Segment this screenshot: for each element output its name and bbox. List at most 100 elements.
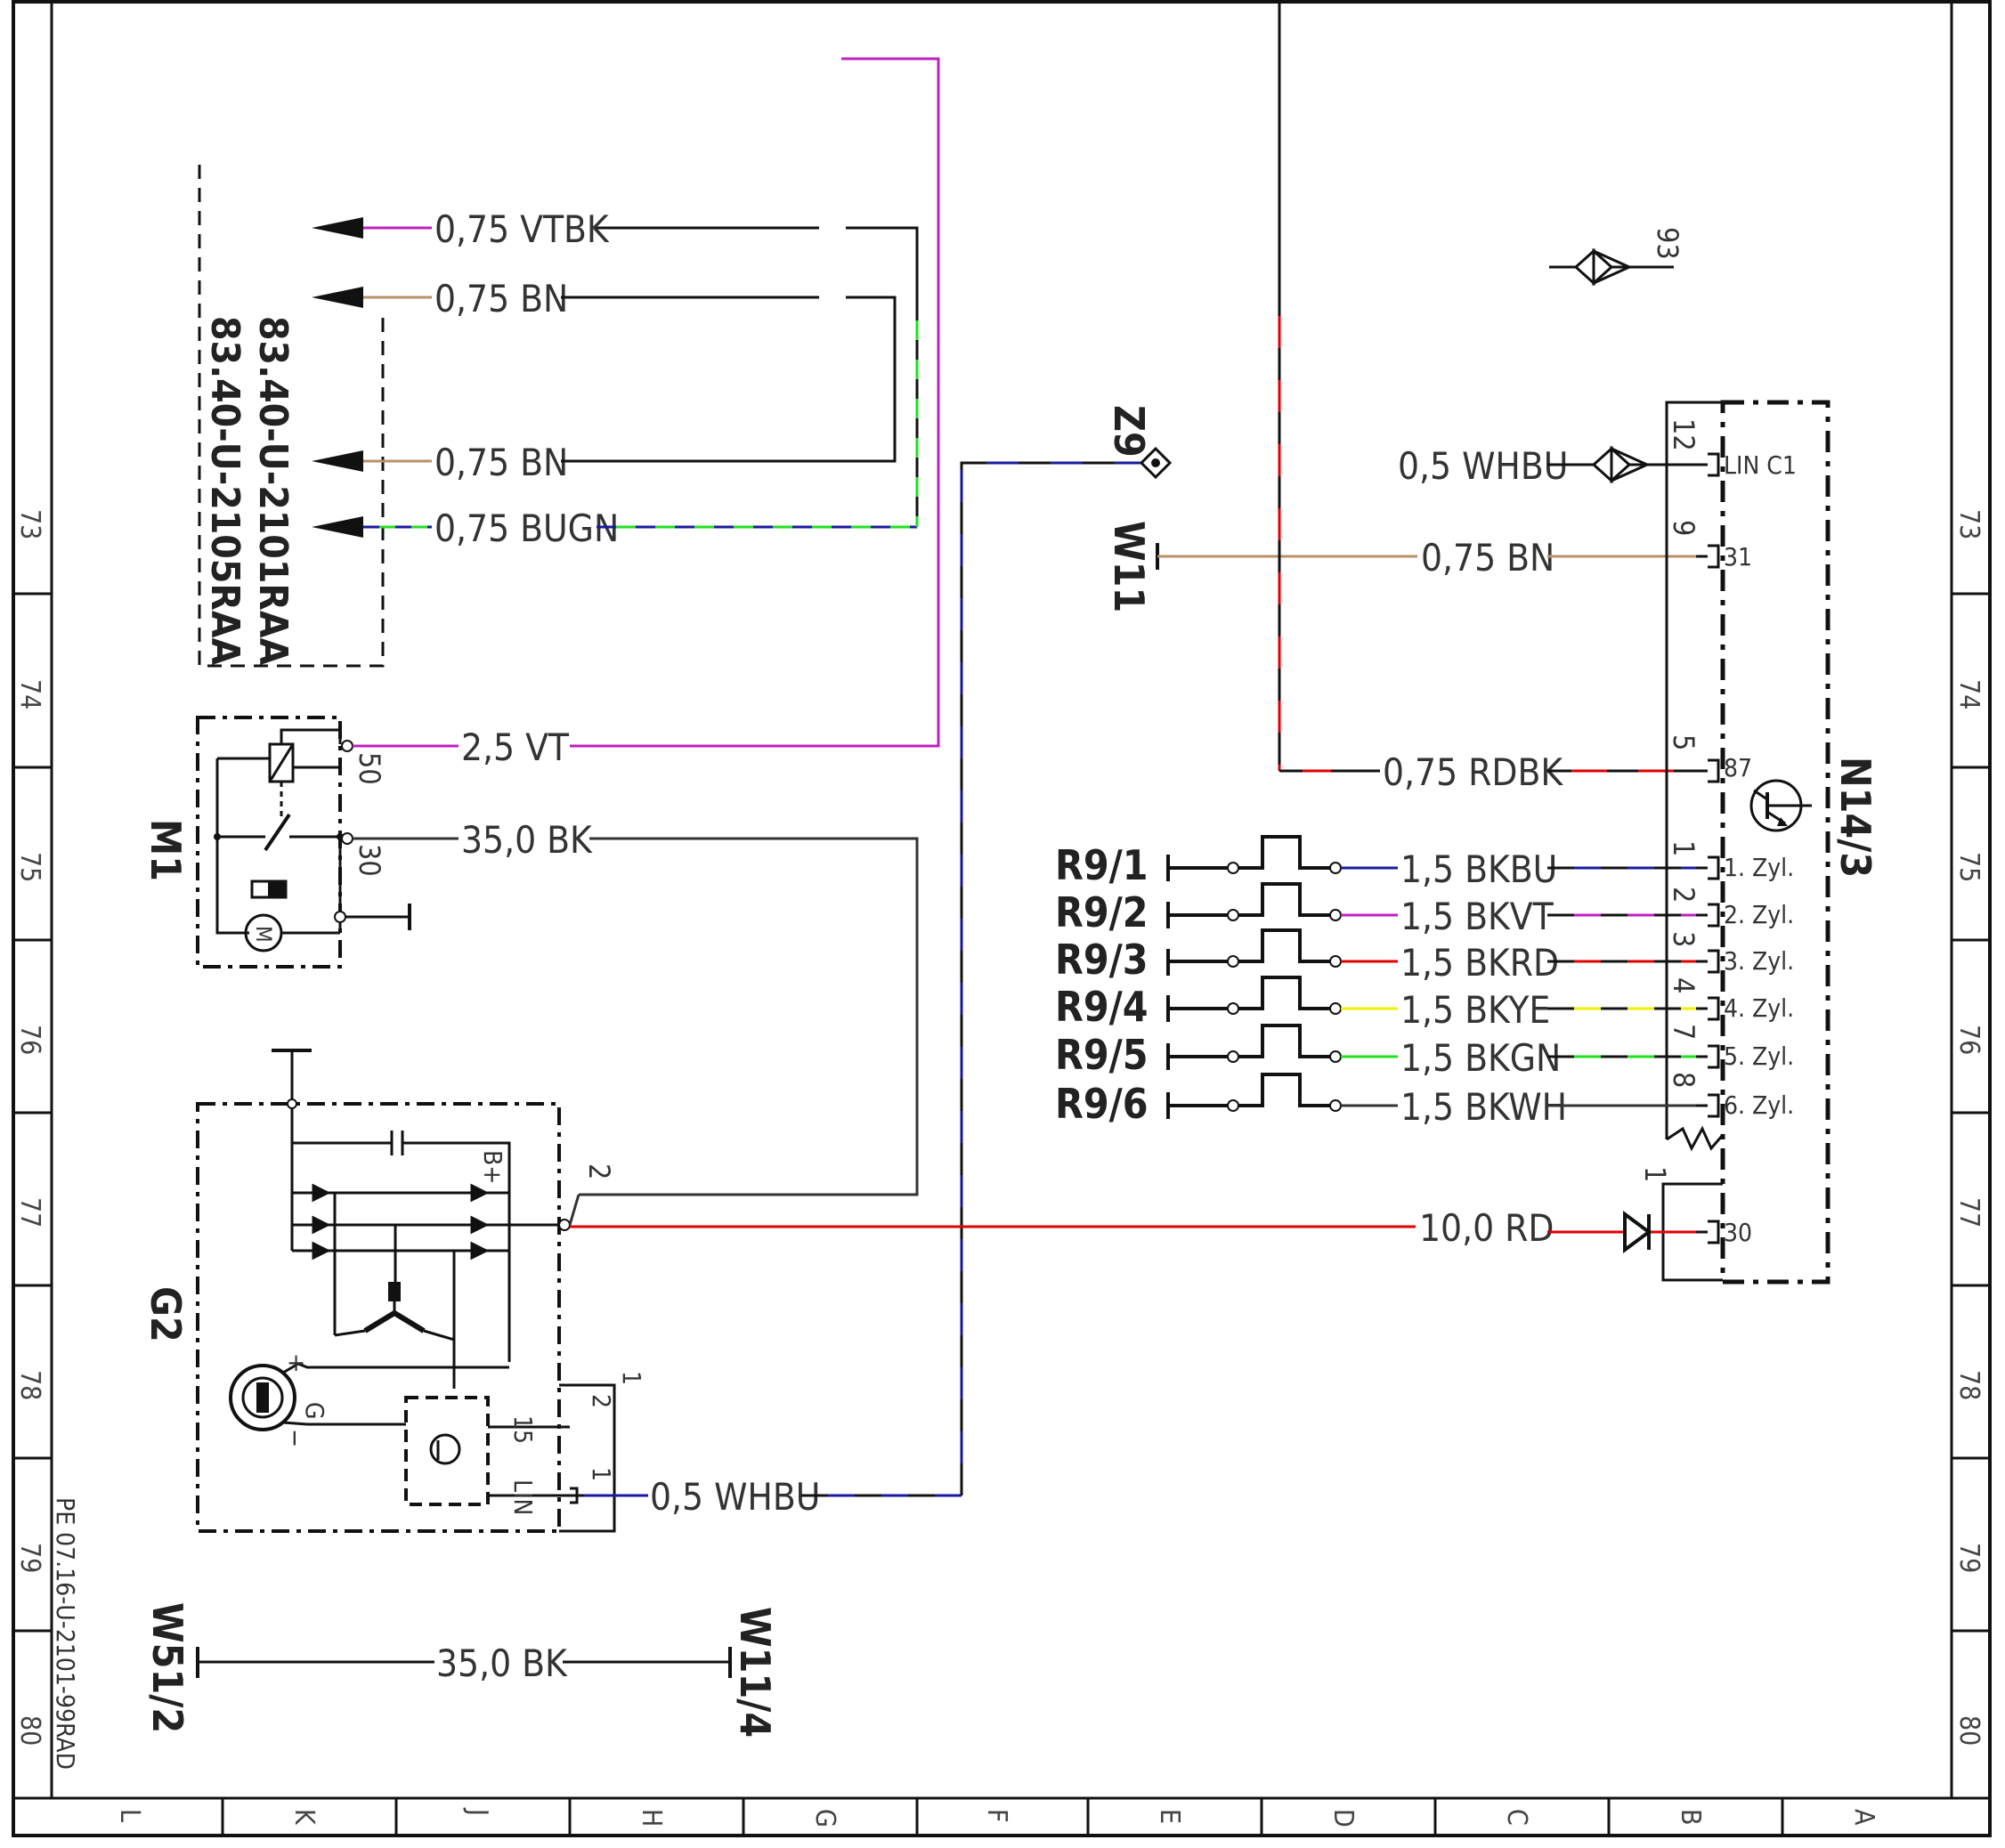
ground-w11: W11 0,75 BN [1105,521,1696,612]
col-L: L [114,1809,145,1822]
row-78-left: 78 [14,1370,45,1400]
wire-glow-3: 1,5 BKRD [1400,941,1559,985]
ref-wire-bugn: 0,75 BUGN [434,507,619,550]
wire-m1-30: 35,0 BK [461,818,593,862]
row-75-right: 75 [1953,852,1985,882]
row-numbers: 73 74 75 76 77 78 79 80 73 74 75 76 77 7… [14,509,1985,1746]
row-77-left: 77 [14,1197,45,1228]
col-H: H [636,1809,667,1827]
wire-glow-4: 1,5 BKYE [1400,988,1550,1032]
w11-4-label: W11/4 [731,1607,779,1738]
row-74-right: 74 [1953,679,1985,709]
g2-pin-bplus: B+ [478,1150,507,1184]
wire-rdbk-run: 0,75 RDBK [1278,0,1696,794]
reference-box: 83.40-U-2101RAA 83.40-U-2105RAA 0,75 VTB… [198,57,940,748]
arrow-icon [312,450,363,472]
g2-label: G2 [142,1286,190,1342]
glow-plug-r9-4: R9/4 1,5 BKYE [1055,976,1696,1032]
glow-plug-r9-3: R9/3 1,5 BKRD [1055,928,1696,985]
ground-strap: 35,0 BK W51/2 W11/4 [143,1602,779,1738]
r9-6-label: R9/6 [1055,1080,1149,1128]
row-74-left: 74 [14,679,45,709]
ref-93-label: 93 [1651,227,1684,260]
glow-plugs: R9/1 1,5 BKBU R9/2 1,5 BKVT R9/3 [1055,835,1696,1129]
col-E: E [1154,1809,1185,1824]
z9-label: Z9 [1105,405,1153,458]
g2-minus: − [280,1429,310,1447]
r9-2-label: R9/2 [1055,888,1149,936]
g2-connector-2: 2 [587,1394,616,1408]
wire-n14-lin: 0,5 WHBU [1398,444,1568,488]
m1-pin-30: 30 [353,844,386,877]
g2-pin-lin: LIN [508,1479,538,1515]
n14-pin-zyl-6: 6. Zyl. [1724,1090,1794,1120]
g2-connector-pin-1: 1 [587,1467,616,1481]
col-J: J [462,1807,493,1816]
n14-pin-num-1: 1 [1667,840,1701,856]
col-C: C [1501,1809,1532,1826]
n14-pin-87: 87 [1724,753,1752,782]
n14-pin-num-2: 2 [1667,887,1701,903]
glow-plug-r9-1: R9/1 1,5 BKBU [1055,835,1696,891]
wire-n14-87: 0,75 RDBK [1383,750,1563,794]
g2-connector-1: 1 [617,1371,646,1385]
w51-2-label: W51/2 [143,1602,191,1733]
col-B: B [1675,1809,1706,1826]
row-76-right: 76 [1953,1025,1985,1055]
wire-g2-lin: 0,5 WHBU [650,1475,820,1519]
alternator-g2: G2 B+ [142,1049,962,1533]
arrow-icon [312,287,363,308]
m1-motor-mark: M [251,926,276,943]
n14-pin-num-5: 5 [1667,734,1701,750]
n14-pin-num-12: 12 [1667,418,1701,451]
diode-bridge [290,1183,509,1260]
main-power-wire: 10,0 RD [570,1206,1696,1253]
wire-n14-31: 0,75 BN [1421,536,1554,580]
row-77-right: 77 [1953,1197,1985,1228]
wire-glow-2: 1,5 BKVT [1400,895,1554,938]
n14-lin-wire: 0,5 WHBU [1398,444,1696,488]
col-G: G [809,1809,840,1828]
n14-pin-zyl-5: 5. Zyl. [1724,1042,1794,1071]
ref-label-2: 83.40-U-2105RAA [202,316,248,666]
starter-m1: M1 M 50 30 2,5 VT 35,0 BK [142,716,919,1196]
wire-glow-5: 1,5 BKGN [1400,1036,1561,1080]
ref-93: 93 [1549,227,1684,287]
n14-pin-num-9: 9 [1667,520,1701,536]
n14-label: N14/3 [1831,757,1879,878]
n14-pin-zyl-1: 1. Zyl. [1724,853,1794,882]
wire-m1-50: 2,5 VT [461,725,570,769]
row-76-left: 76 [14,1025,45,1055]
row-73-right: 73 [1953,509,1985,539]
n14-pin-zyl-4: 4. Zyl. [1724,993,1794,1023]
lin-bus: Z9 [960,405,1173,1495]
g2-pin-2: 2 [582,1163,616,1179]
glow-plug-r9-6: R9/6 1,5 BKWH [1055,1073,1696,1129]
row-73-left: 73 [14,509,45,539]
r9-3-label: R9/3 [1055,936,1149,984]
n14-pin-num-30: 1 [1638,1166,1672,1182]
row-79-right: 79 [1953,1543,1985,1573]
ref-wire-bn-2: 0,75 BN [434,441,568,484]
n14-pin-30: 30 [1724,1218,1752,1247]
n14-pin-num-8: 8 [1667,1072,1701,1088]
wire-ground: 35,0 BK [436,1641,568,1685]
n14-pins [1696,452,1720,1244]
glow-control-n14-3: N14/3 12 9 5 1 2 3 4 7 8 1 [1638,400,1879,1285]
col-A: A [1848,1809,1879,1826]
n14-pin-num-3: 3 [1667,931,1701,947]
col-D: D [1327,1809,1359,1828]
wire-main-rd: 10,0 RD [1419,1206,1554,1250]
n14-pin-lin-c1: LIN C1 [1724,450,1797,480]
n14-pin-zyl-2: 2. Zyl. [1724,900,1794,929]
arrow-icon [1623,1211,1652,1253]
col-K: K [288,1809,320,1826]
arrow-icon [312,217,363,239]
wire-glow-6: 1,5 BKWH [1400,1085,1567,1129]
drawing-frame [12,0,1992,1837]
glow-plug-r9-2: R9/2 1,5 BKVT [1055,882,1696,938]
row-78-right: 78 [1953,1370,1985,1400]
r9-4-label: R9/4 [1055,983,1149,1031]
col-F: F [981,1809,1012,1823]
